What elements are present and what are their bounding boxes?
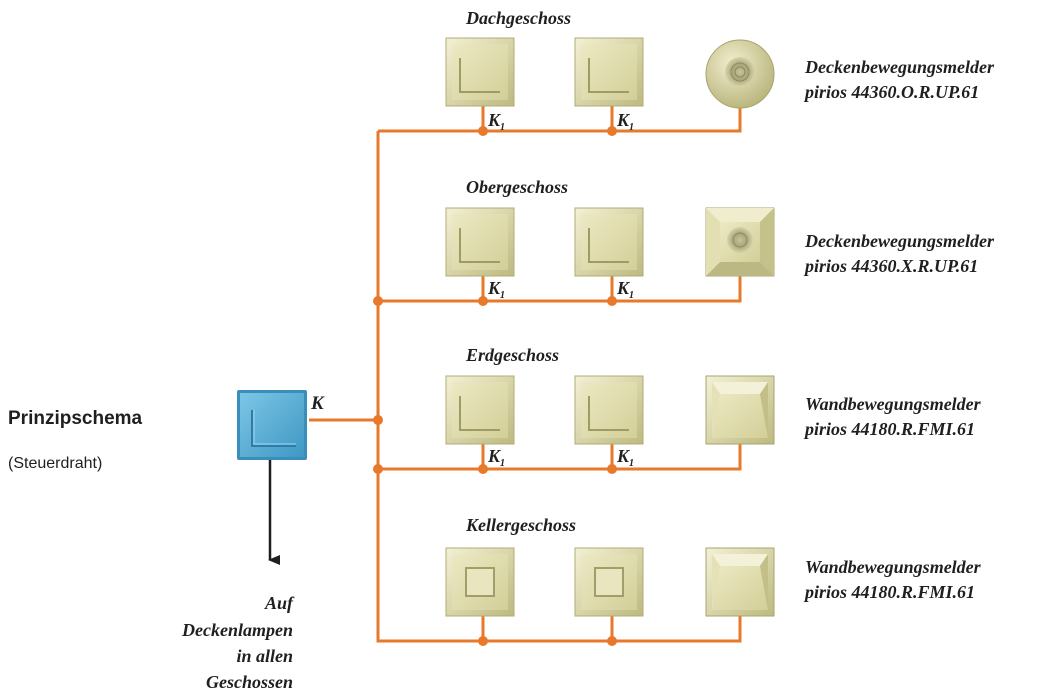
wall-motion-detector bbox=[705, 547, 775, 617]
floor-erdgeschoss: Erdgeschoss K1 K1 Wandbewegungsmelder pi… bbox=[445, 345, 982, 469]
legend-subtitle: (Steuerdraht) bbox=[8, 455, 102, 472]
detector-model: pirios 44360.O.R.UP.61 bbox=[803, 82, 979, 102]
output-line: Auf bbox=[264, 593, 295, 613]
switch-k1-label: K1 bbox=[487, 446, 505, 469]
junction-dot bbox=[478, 464, 488, 474]
floor-obergeschoss: Obergeschoss K1 K1 Deckenbewegungsmelder… bbox=[445, 177, 995, 301]
detector-name: Deckenbewegungsmelder bbox=[804, 231, 995, 251]
floor-title: Erdgeschoss bbox=[465, 345, 559, 365]
push-button-square bbox=[445, 547, 515, 617]
switch-k1-label: K1 bbox=[616, 446, 634, 469]
floor-title: Obergeschoss bbox=[466, 177, 568, 197]
junction-dots bbox=[373, 126, 617, 646]
main-switch-label: K bbox=[310, 393, 325, 414]
detector-name: Wandbewegungsmelder bbox=[805, 557, 982, 577]
output-line: in allen bbox=[236, 646, 293, 666]
floor-wire-dach bbox=[378, 106, 742, 133]
floor-dachgeschoss: Dachgeschoss K1 K1 Deckenbewegungsmelder… bbox=[445, 8, 995, 133]
switch-k1-label: K1 bbox=[487, 278, 505, 301]
detector-name: Wandbewegungsmelder bbox=[805, 394, 982, 414]
junction-dot bbox=[373, 464, 383, 474]
floor-title: Kellergeschoss bbox=[465, 515, 576, 535]
push-button-switch bbox=[445, 37, 515, 107]
ceiling-motion-detector-square bbox=[705, 207, 775, 277]
switch-k1-label: K1 bbox=[616, 110, 634, 133]
junction-dot bbox=[478, 126, 488, 136]
switch-k1-label: K1 bbox=[616, 278, 634, 301]
floor-kellergeschoss: Kellergeschoss Wandbewegungsmelder pirio… bbox=[445, 515, 982, 617]
output-line: Geschossen bbox=[206, 672, 293, 692]
floor-wire-keller bbox=[376, 616, 742, 643]
push-button-switch bbox=[445, 375, 515, 445]
detector-model: pirios 44180.R.FMI.61 bbox=[803, 582, 975, 602]
push-button-square bbox=[574, 547, 644, 617]
output-line: Deckenlampen bbox=[181, 620, 293, 640]
push-button-switch bbox=[574, 37, 644, 107]
junction-dot bbox=[607, 296, 617, 306]
detector-name: Deckenbewegungsmelder bbox=[804, 57, 995, 77]
output-text: Auf Deckenlampen in allen Geschossen bbox=[181, 593, 295, 692]
junction-dot bbox=[373, 415, 383, 425]
push-button-switch bbox=[574, 207, 644, 277]
junction-dot bbox=[478, 296, 488, 306]
floor-wire-ober bbox=[378, 276, 742, 303]
junction-dot bbox=[607, 464, 617, 474]
junction-dot bbox=[607, 636, 617, 646]
main-switch bbox=[237, 390, 307, 460]
junction-dot bbox=[607, 126, 617, 136]
wall-motion-detector bbox=[705, 375, 775, 445]
floor-title: Dachgeschoss bbox=[465, 8, 571, 28]
ceiling-motion-detector-round bbox=[705, 39, 775, 109]
floor-wire-erd bbox=[378, 444, 742, 471]
switch-k1-label: K1 bbox=[487, 110, 505, 133]
detector-model: pirios 44180.R.FMI.61 bbox=[803, 419, 975, 439]
legend-title: Prinzipschema bbox=[8, 408, 143, 429]
junction-dot bbox=[478, 636, 488, 646]
push-button-switch bbox=[574, 375, 644, 445]
junction-dot bbox=[373, 296, 383, 306]
detector-model: pirios 44360.X.R.UP.61 bbox=[803, 256, 978, 276]
push-button-switch bbox=[445, 207, 515, 277]
